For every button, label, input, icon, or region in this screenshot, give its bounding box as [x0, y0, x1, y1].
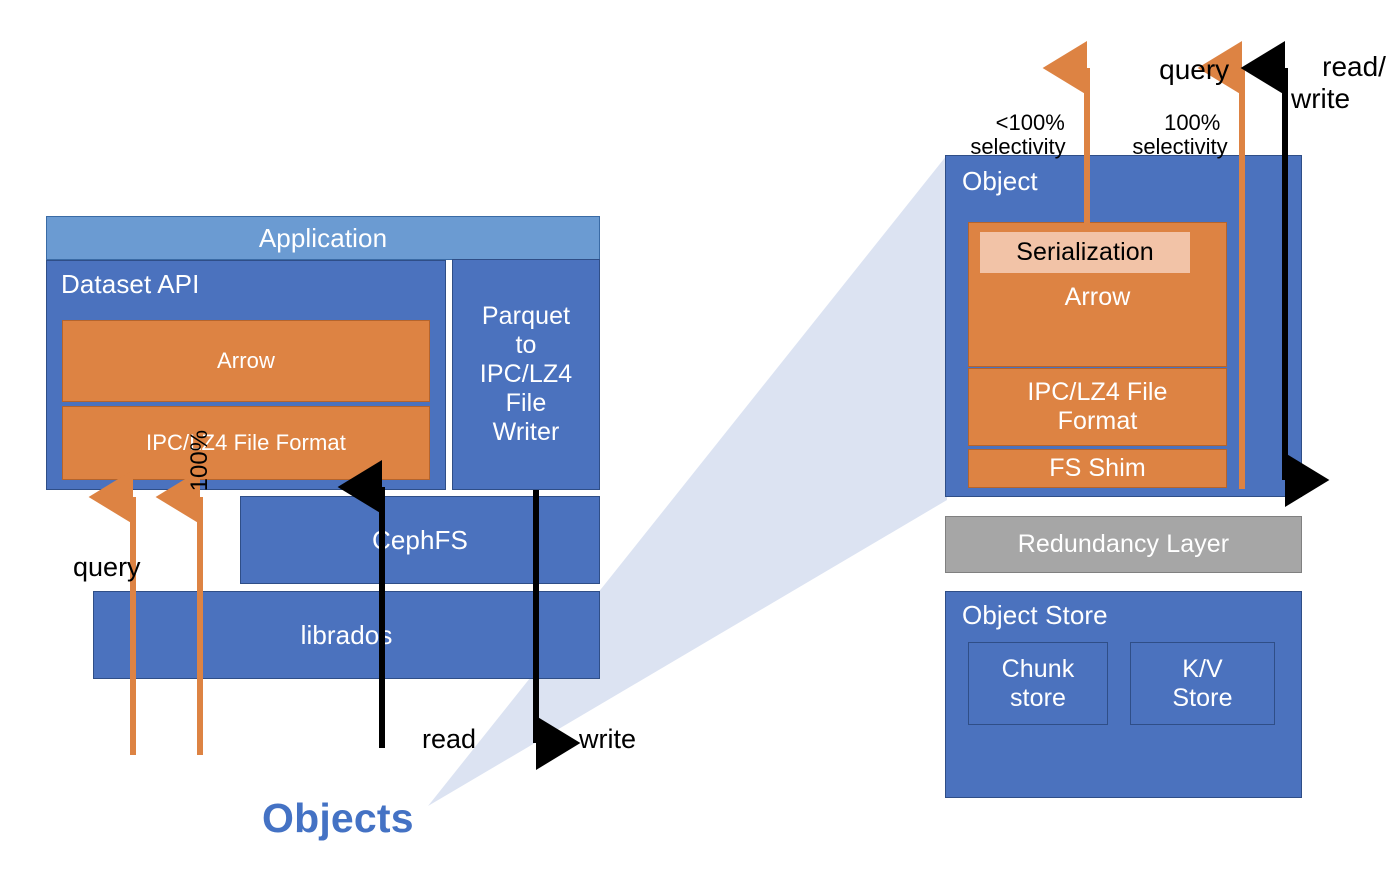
librados-label: librados: [300, 619, 393, 650]
chunk-store-label: Chunk store: [1001, 654, 1075, 712]
full-selectivity-label: 100% selectivity: [1132, 109, 1228, 160]
ipc-lz4-file-format-label: IPC/LZ4 File Format: [146, 430, 346, 455]
client-read-label: read: [422, 724, 477, 755]
redundancy-layer-label: Redundancy Layer: [1017, 530, 1230, 558]
kv-store-box[interactable]: K/V Store: [1130, 642, 1275, 725]
redundancy-layer-box[interactable]: Redundancy Layer: [945, 516, 1302, 573]
object-label: Object: [962, 166, 1038, 196]
object-store-label: Object Store: [962, 600, 1108, 630]
object-arrow-label: Arrow: [1064, 283, 1131, 311]
ipc-lz4-file-format-box[interactable]: IPC/LZ4 File Format: [62, 406, 430, 480]
kv-store-label: K/V Store: [1172, 654, 1233, 712]
dataset-api-label: Dataset API: [61, 269, 200, 299]
client-100pct-label: 100%: [185, 429, 213, 492]
librados-box[interactable]: librados: [93, 591, 600, 679]
arrow-box[interactable]: Arrow: [62, 320, 430, 402]
client-query-label: query: [73, 552, 141, 583]
object-ipc-lz4-box[interactable]: IPC/LZ4 File Format: [968, 368, 1227, 446]
cephfs-box[interactable]: CephFS: [240, 496, 600, 584]
sub-100-selectivity-label: <100% selectivity: [970, 109, 1066, 160]
parquet-writer-label: Parquet to IPC/LZ4 File Writer: [479, 302, 573, 446]
serialization-box[interactable]: Serialization: [980, 232, 1190, 273]
fs-shim-label: FS Shim: [1049, 454, 1146, 482]
read-write-label: read/ write: [1291, 51, 1386, 114]
application-box[interactable]: Application: [46, 216, 600, 260]
serialization-label: Serialization: [1016, 238, 1154, 266]
cephfs-label: CephFS: [372, 524, 468, 555]
object-store-box[interactable]: Object Store: [945, 591, 1302, 798]
application-label: Application: [258, 222, 388, 253]
parquet-writer-box[interactable]: Parquet to IPC/LZ4 File Writer: [452, 259, 600, 490]
chunk-store-box[interactable]: Chunk store: [968, 642, 1108, 725]
arrow-label: Arrow: [217, 348, 275, 373]
client-write-label: write: [579, 724, 637, 755]
object-ipc-lz4-label: IPC/LZ4 File Format: [1027, 378, 1168, 435]
objects-caption: Objects: [262, 795, 414, 841]
fs-shim-box[interactable]: FS Shim: [968, 449, 1227, 488]
